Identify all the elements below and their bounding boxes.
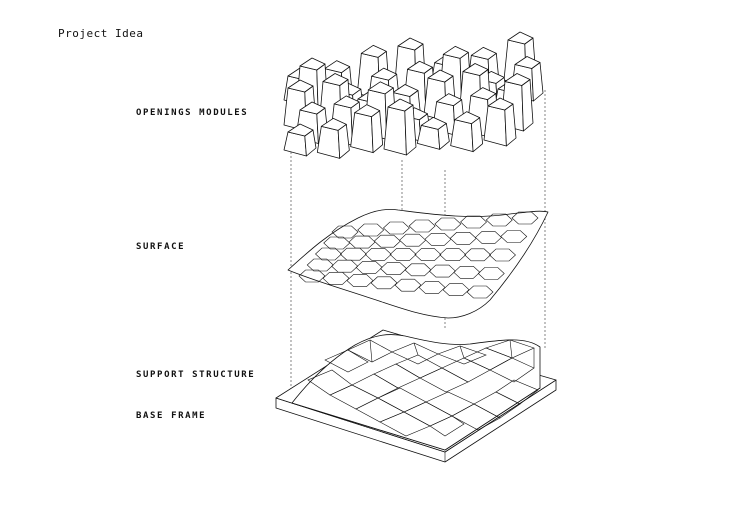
label-surface: SURFACE <box>136 242 186 252</box>
diagram-title: Project Idea <box>58 27 144 40</box>
opening-module <box>383 98 417 156</box>
label-base-frame: BASE FRAME <box>136 411 207 421</box>
opening-module <box>350 104 384 154</box>
label-openings-modules: OPENINGS MODULES <box>136 108 249 118</box>
surface-panel <box>287 209 549 319</box>
support-structure <box>291 334 541 451</box>
label-support-structure: SUPPORT STRUCTURE <box>136 370 256 380</box>
opening-module <box>416 116 450 150</box>
opening-module <box>450 111 484 153</box>
openings-modules <box>283 31 544 159</box>
opening-module <box>316 117 350 159</box>
opening-module <box>483 97 517 147</box>
opening-module <box>283 123 317 157</box>
